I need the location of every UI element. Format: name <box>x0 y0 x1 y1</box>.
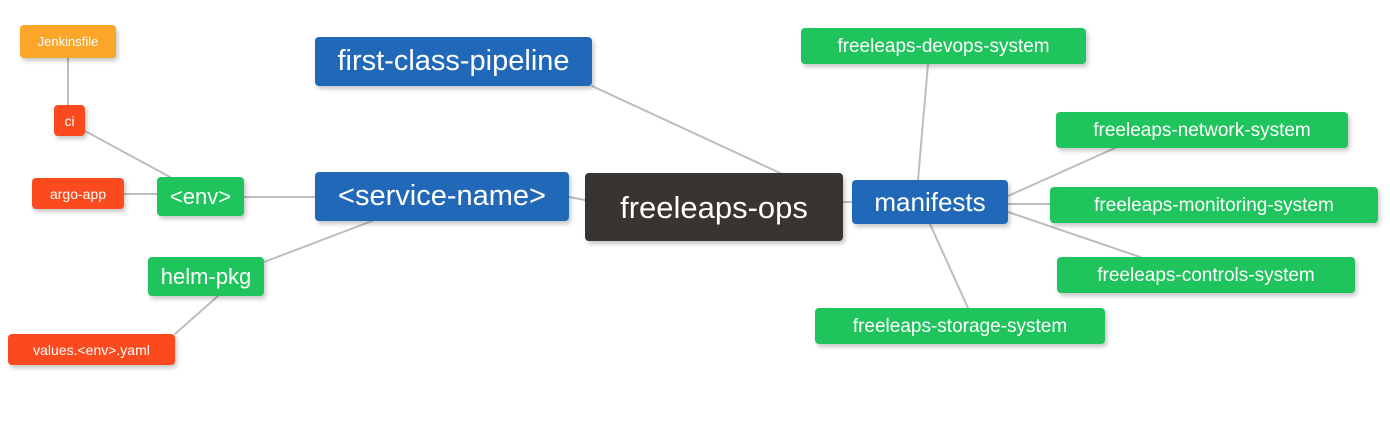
mindmap-node-freeleaps-storage-system[interactable]: freeleaps-storage-system <box>815 308 1105 344</box>
edge-values-env-yaml-to-helm-pkg <box>174 295 219 335</box>
mindmap-node-freeleaps-network-system[interactable]: freeleaps-network-system <box>1056 112 1348 148</box>
edge-service-name-to-freeleaps-ops <box>568 196 586 201</box>
mindmap-node-label: values.<env>.yaml <box>33 341 150 358</box>
mindmap-node-first-class-pipeline[interactable]: first-class-pipeline <box>315 37 592 86</box>
mindmap-node-argo-app[interactable]: argo-app <box>32 178 124 209</box>
mindmap-node-values-env-yaml[interactable]: values.<env>.yaml <box>8 334 175 365</box>
mindmap-node-label: freeleaps-controls-system <box>1097 264 1315 286</box>
mindmap-node-freeleaps-devops-system[interactable]: freeleaps-devops-system <box>801 28 1086 64</box>
edge-first-class-pipeline-to-freeleaps-ops <box>591 85 781 174</box>
mindmap-node-label: freeleaps-ops <box>620 189 808 225</box>
mindmap-node-manifests[interactable]: manifests <box>852 180 1008 224</box>
mindmap-node-label: first-class-pipeline <box>337 45 570 77</box>
mindmap-node-label: argo-app <box>49 185 107 202</box>
mindmap-node-label: helm-pkg <box>160 263 252 289</box>
mindmap-node-service-name[interactable]: <service-name> <box>315 172 569 221</box>
mindmap-node-helm-pkg[interactable]: helm-pkg <box>148 257 264 296</box>
mindmap-node-freeleaps-monitoring-system[interactable]: freeleaps-monitoring-system <box>1050 187 1378 223</box>
edge-ci-to-env <box>84 130 171 178</box>
mindmap-node-label: Jenkinsfile <box>37 34 99 49</box>
edge-helm-pkg-to-service-name <box>263 220 373 263</box>
mindmap-node-label: freeleaps-monitoring-system <box>1094 194 1334 216</box>
mindmap-node-env[interactable]: <env> <box>157 177 244 216</box>
mindmap-node-jenkinsfile[interactable]: Jenkinsfile <box>20 25 116 58</box>
mindmap-node-label: freeleaps-devops-system <box>837 35 1050 57</box>
mindmap-node-label: freeleaps-network-system <box>1093 119 1311 141</box>
edge-manifests-to-freeleaps-devops-system <box>917 63 929 181</box>
mindmap-node-ci[interactable]: ci <box>54 105 85 136</box>
mindmap-node-label: freeleaps-storage-system <box>852 315 1068 337</box>
mindmap-node-label: ci <box>64 112 75 129</box>
mindmap-node-label: <env> <box>169 183 232 209</box>
edge-manifests-to-freeleaps-storage-system <box>929 223 969 309</box>
mindmap-node-label: <service-name> <box>338 180 546 212</box>
mindmap-node-freeleaps-controls-system[interactable]: freeleaps-controls-system <box>1057 257 1355 293</box>
mindmap-node-label: manifests <box>874 187 986 217</box>
mindmap-node-freeleaps-ops[interactable]: freeleaps-ops <box>585 173 843 241</box>
